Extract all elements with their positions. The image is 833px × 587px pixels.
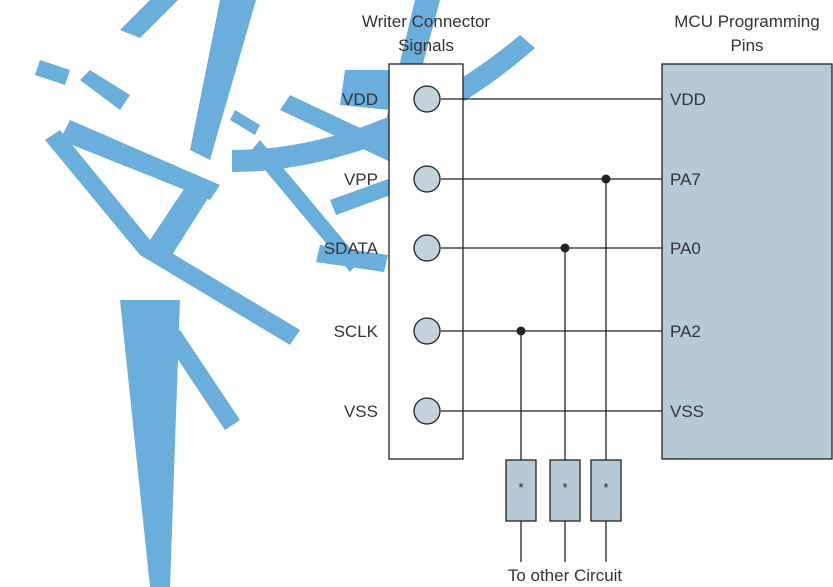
- resistor-2-mark: *: [562, 480, 567, 495]
- signal-wires: [441, 98, 662, 412]
- mcu-header: MCU Programming Pins: [674, 12, 819, 55]
- junction-dot-vpp: [601, 174, 611, 184]
- connector-title-line2: Signals: [398, 36, 454, 55]
- connector-pin-sdata: [413, 234, 441, 262]
- junction-dot-sdata: [560, 243, 570, 253]
- connector-pin-sclk: [413, 317, 441, 345]
- connector-pin-vdd: [413, 85, 441, 113]
- mcu-pin-labels: VDD PA7 PA0 PA2 VSS: [670, 90, 706, 421]
- connector-header: Writer Connector Signals: [362, 12, 491, 55]
- signal-label-vpp: VPP: [344, 170, 378, 189]
- footer-label: To other Circuit: [508, 566, 623, 585]
- writer-connector-box: [388, 63, 464, 460]
- signal-label-sclk: SCLK: [334, 322, 379, 341]
- resistor-3-mark: *: [603, 480, 608, 495]
- mcu-pin-label-pa0: PA0: [670, 239, 701, 258]
- signal-labels: VDD VPP SDATA SCLK VSS: [324, 90, 379, 421]
- resistor-2: [549, 459, 581, 522]
- connector-pin-vpp: [413, 165, 441, 193]
- signal-label-vdd: VDD: [342, 90, 378, 109]
- resistors: * * *: [505, 459, 622, 522]
- mcu-pin-label-pa7: PA7: [670, 170, 701, 189]
- branch-wires: [520, 179, 607, 562]
- resistor-1-mark: *: [518, 480, 523, 495]
- mcu-pin-label-vss: VSS: [670, 402, 704, 421]
- connector-title-line1: Writer Connector: [362, 12, 491, 31]
- mcu-title-line2: Pins: [730, 36, 763, 55]
- mcu-box: [661, 63, 833, 460]
- resistor-3: [590, 459, 622, 522]
- junction-dot-sclk: [516, 326, 526, 336]
- resistor-1: [505, 459, 537, 522]
- mcu-pin-label-pa2: PA2: [670, 322, 701, 341]
- signal-label-vss: VSS: [344, 402, 378, 421]
- signal-label-sdata: SDATA: [324, 239, 379, 258]
- mcu-title-line1: MCU Programming: [674, 12, 819, 31]
- connector-pin-vss: [413, 397, 441, 425]
- connector-pins: [413, 85, 441, 425]
- junction-dots: [516, 174, 611, 336]
- mcu-pin-label-vdd: VDD: [670, 90, 706, 109]
